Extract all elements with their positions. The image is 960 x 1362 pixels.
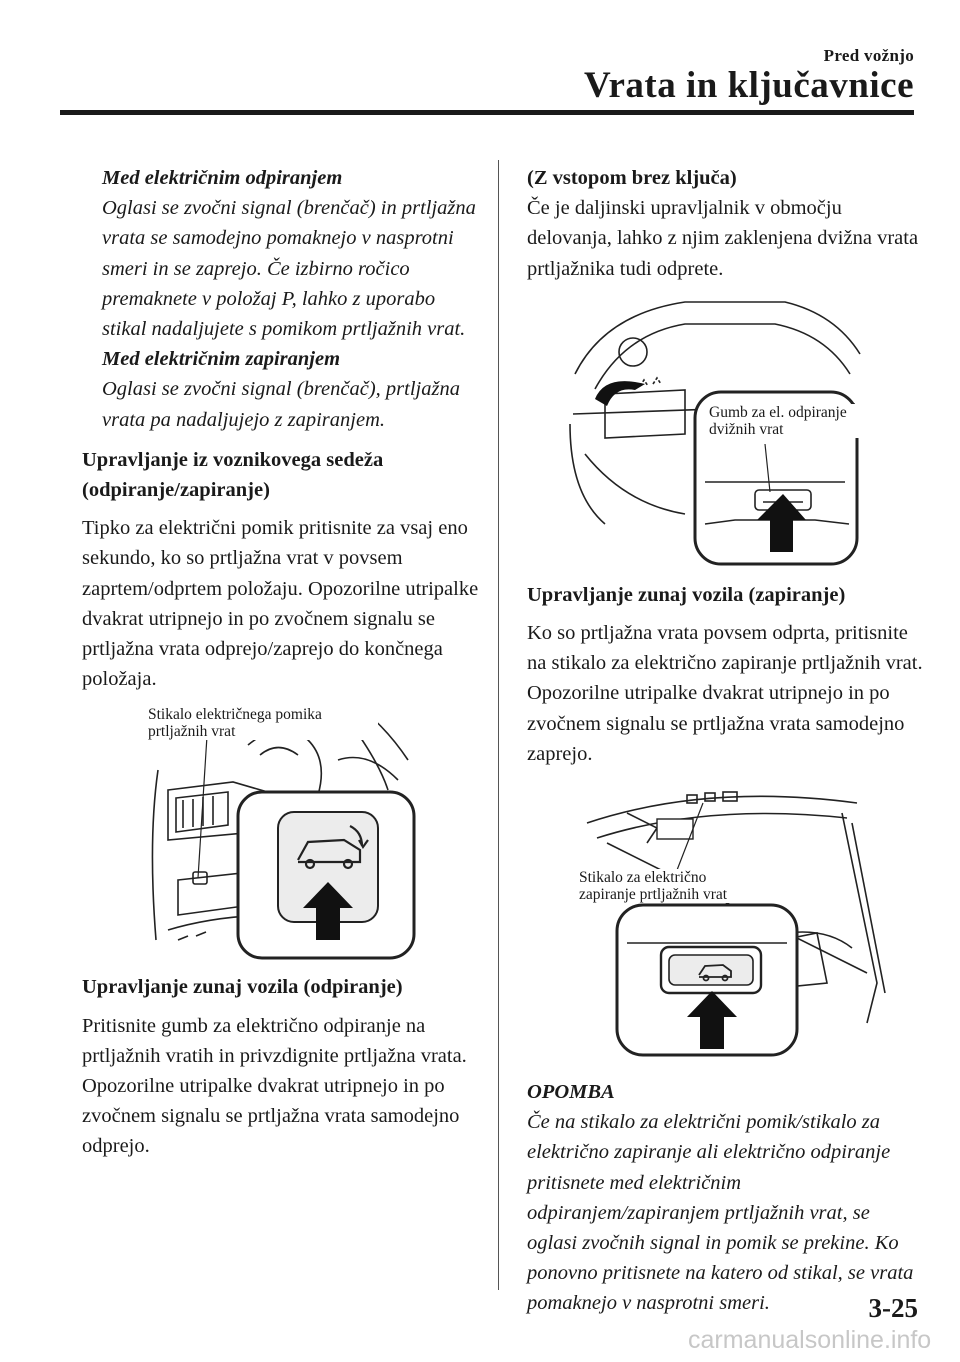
outside-open-text: Pritisnite gumb za električno odpiranje …	[82, 1014, 467, 1158]
note-closing-text: Oglasi se zvočni signal (brenčač), prtlj…	[102, 378, 460, 431]
outside-close-heading: Upravljanje zunaj vozila (zapiranje)	[527, 583, 846, 606]
lift-arrow-icon	[595, 380, 645, 406]
right-column: (Z vstopom brez ključa) Če je daljinski …	[527, 163, 923, 1319]
figure1-callout: Stikalo električnega pomika prtljažnih v…	[148, 706, 378, 741]
page-title: Vrata in ključavnice	[584, 65, 914, 106]
left-column: Med električnim odpiranjem Oglasi se zvo…	[82, 163, 480, 1162]
driver-seat-heading: Upravljanje iz voznikovega sedeža (odpir…	[82, 448, 384, 502]
press-arrow-icon	[303, 882, 353, 941]
note-heading: OPOMBA	[527, 1081, 615, 1104]
press-arrow-icon	[687, 991, 737, 1050]
car-tailgate-icon	[297, 825, 369, 870]
note-closing-heading: Med električnim zapiranjem	[102, 348, 341, 371]
driver-switch-figure: Stikalo električnega pomika prtljažnih v…	[82, 700, 480, 962]
keyless-text: Če je daljinski upravljalnik v območju d…	[527, 197, 919, 280]
dashboard-illustration	[151, 709, 416, 960]
driver-seat-text: Tipko za električni pomik pritisnite za …	[82, 517, 479, 691]
outside-close-text: Ko so prtljažna vrata povsem odprta, pri…	[527, 622, 923, 765]
note-box: OPOMBA Če na stikalo za električni pomik…	[527, 1077, 923, 1319]
figure2-callout: Gumb za el. odpiranje dvižnih vrat	[709, 403, 869, 438]
note-opening-heading: Med električnim odpiranjem	[102, 167, 343, 189]
callout-leader-1	[197, 720, 209, 879]
callout-leader-2	[764, 443, 771, 492]
note-text: Če na stikalo za električni pomik/stikal…	[527, 1111, 914, 1315]
power-operation-notes: Med električnim odpiranjem Oglasi se zvo…	[82, 163, 480, 435]
open-tailgate-illustration	[586, 791, 886, 1057]
watermark: carmanualsonline.info	[688, 1326, 932, 1354]
figure3-callout: Stikalo za električno zapiranje prtljažn…	[579, 869, 753, 904]
note-opening-text: Oglasi se zvočni signal (brenčač) in prt…	[102, 197, 476, 341]
press-arrow-icon	[757, 493, 806, 552]
keyless-heading: (Z vstopom brez ključa)	[527, 167, 737, 189]
page-number: 3-25	[868, 1293, 919, 1323]
outside-open-heading: Upravljanje zunaj vozila (odpiranje)	[82, 976, 403, 999]
close-switch-figure: Stikalo za električno zapiranje prtljažn…	[527, 783, 923, 1059]
column-divider	[498, 160, 499, 1290]
section-label: Pred vožnjo	[823, 46, 914, 65]
car-tailgate-icon	[698, 964, 732, 982]
tailgate-button-figure: Gumb za el. odpiranje dvižnih vrat	[527, 294, 923, 570]
header-rule	[60, 110, 914, 115]
